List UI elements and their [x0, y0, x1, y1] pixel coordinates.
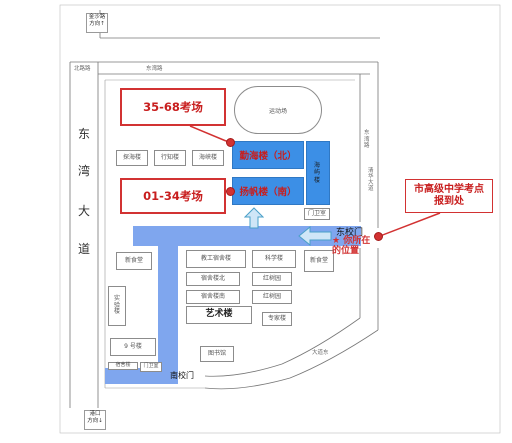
building-no9-label: 9 号楼	[124, 342, 142, 350]
left-arrow-icon	[298, 226, 332, 246]
north-direction-sign: 金沙路 方向↑	[86, 13, 108, 33]
building-experiment-label: 实验楼	[114, 295, 121, 316]
up-arrow-icon	[244, 207, 264, 229]
building-library: 图书馆	[200, 346, 234, 362]
callout-report-text: 市高级中学考点报到处	[414, 183, 484, 208]
main-road-char-2: 湾	[77, 164, 90, 178]
building-guest: 专家楼	[262, 312, 292, 326]
road-label-east-inner: 清华大道	[368, 168, 374, 193]
building-teacher-dorm: 教工宿舍楼	[186, 250, 246, 268]
south-gate-label: 南校门	[170, 371, 194, 380]
building-teacher-dorm-label: 教工宿舍楼	[200, 254, 231, 262]
building-dorm-north-label: 宿舍楼北	[200, 274, 225, 282]
building-qinhai-label: 勤海楼（北）	[239, 151, 297, 162]
building-no9: 9 号楼	[110, 338, 156, 356]
building-hongqi-1: 红树园	[252, 272, 292, 286]
south-direction-line1: 港口	[89, 411, 101, 417]
sports-field: 运动场	[234, 86, 322, 134]
building-experiment: 实验楼	[108, 286, 126, 326]
building-guest-label: 专家楼	[267, 314, 286, 322]
building-hongqi-1-label: 红树园	[262, 274, 281, 282]
main-road-char-3: 大	[77, 204, 90, 218]
building-art-label: 艺术楼	[205, 309, 233, 320]
building-qinhai-north: 勤海楼（北）	[232, 141, 304, 169]
road-label-east: 东 湾 路	[364, 130, 370, 150]
building-library-label: 图书馆	[207, 349, 226, 357]
main-road-char-4: 道	[77, 242, 90, 256]
building-xingzhi-label: 行知楼	[160, 153, 179, 161]
south-direction-sign: 港口 方向↓	[84, 410, 106, 430]
callout-report: 市高级中学考点报到处	[405, 179, 493, 213]
callout-south-marker	[226, 187, 235, 196]
building-dorm-south: 宿舍楼南	[186, 290, 240, 304]
building-hongqi-2: 红树园	[252, 290, 292, 304]
building-gate-guard-south-label: 门卫室	[143, 363, 159, 370]
sports-field-label: 运动场	[268, 107, 287, 115]
building-haiyu: 海屿楼	[306, 141, 330, 205]
callout-south-exam: 01-34考场	[120, 178, 226, 214]
callout-north-exam: 35-68考场	[120, 88, 226, 126]
building-hongqi-2-label: 红树园	[262, 292, 281, 300]
building-new-canteen-east: 新食堂	[304, 250, 334, 272]
south-direction-line2: 方向↓	[87, 417, 103, 424]
road-label-south: 大道东	[312, 350, 329, 356]
building-new-canteen-west: 新食堂	[116, 252, 152, 270]
building-haiyu-label: 海屿楼	[314, 162, 321, 184]
building-new-canteen-east-label: 新食堂	[309, 256, 328, 264]
you-are-here-label: ★ 你所在的位置	[332, 236, 378, 257]
building-yangfan-label: 扬帆楼（南）	[239, 187, 297, 198]
building-west-small-label: 宿舍楼	[115, 362, 131, 369]
building-haixia: 海峡楼	[192, 150, 224, 166]
road-label-north-mid: 东湾路	[146, 66, 163, 72]
building-kexue: 科学楼	[252, 250, 296, 268]
callout-south-exam-text: 01-34考场	[143, 189, 203, 203]
east-gate-label: 东校门	[336, 228, 364, 238]
road-label-north-west: 北路路	[74, 66, 91, 72]
north-direction-line1: 金沙路	[88, 14, 106, 20]
building-art: 艺术楼	[186, 306, 252, 324]
building-haixia-label: 海峡楼	[198, 153, 217, 161]
building-dorm-south-label: 宿舍楼南	[200, 292, 225, 300]
callout-north-exam-text: 35-68考场	[143, 100, 203, 114]
building-tanhai-label: 探海楼	[122, 153, 141, 161]
building-gate-guard-east-label: 门卫室	[307, 209, 326, 217]
north-direction-line2: 方向↑	[89, 20, 105, 27]
building-xingzhi: 行知楼	[154, 150, 186, 166]
building-gate-guard-south: 门卫室	[140, 362, 162, 372]
building-new-canteen-west-label: 新食堂	[124, 256, 143, 264]
building-dorm-north: 宿舍楼北	[186, 272, 240, 286]
building-yangfan-south: 扬帆楼（南）	[232, 177, 304, 205]
building-tanhai: 探海楼	[116, 150, 148, 166]
main-road-char-1: 东	[77, 127, 90, 141]
building-west-small: 宿舍楼	[108, 362, 138, 370]
building-gate-guard-east: 门卫室	[304, 208, 330, 220]
callout-report-marker	[374, 232, 383, 241]
callout-north-marker	[226, 138, 235, 147]
building-kexue-label: 科学楼	[264, 254, 283, 262]
you-are-here-text: ★ 你所在的位置	[332, 236, 371, 257]
